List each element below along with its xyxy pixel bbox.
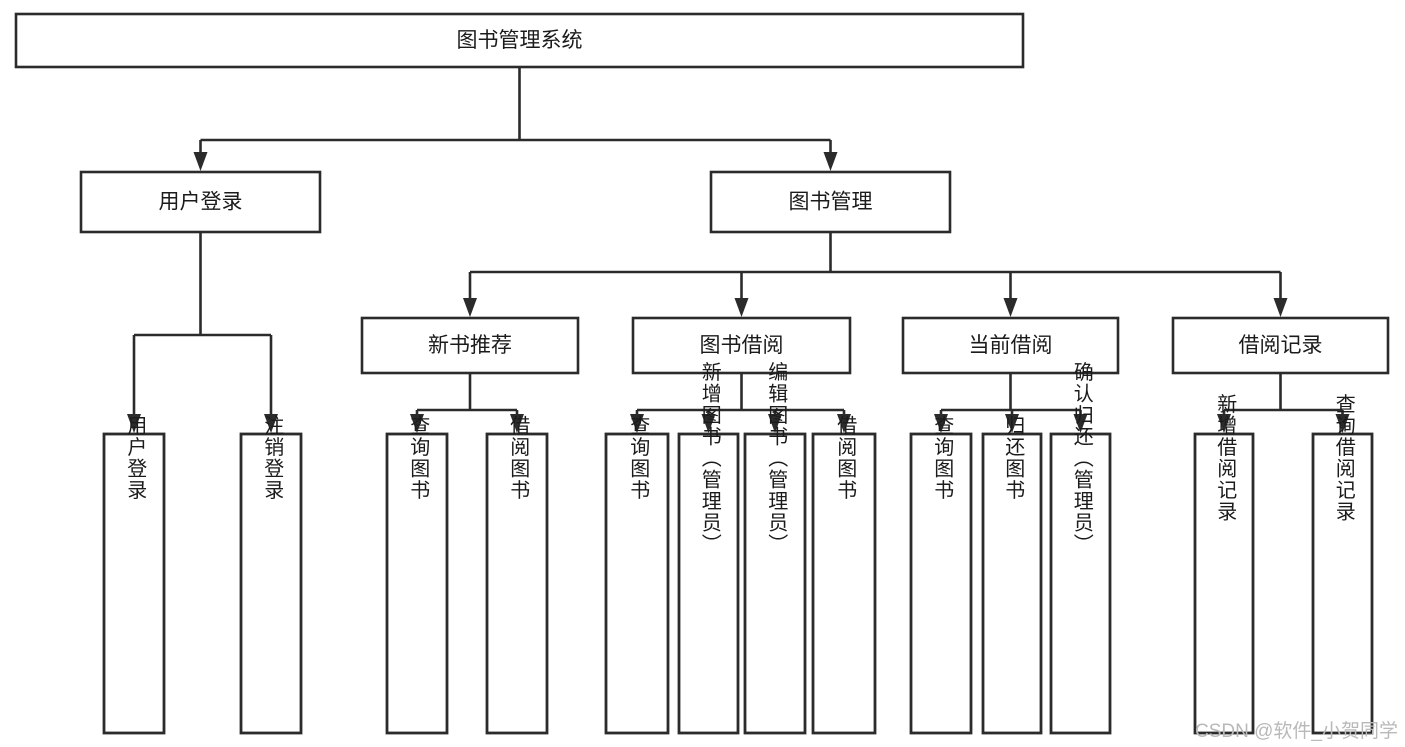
arrow-head-icon [837, 414, 851, 433]
node-leaf-5-新增图书管理员-label: 新增图书（管理员） [698, 361, 721, 555]
node-leaf-9-归还图书-label: 归还图书 [1002, 415, 1025, 501]
node-l3-新书推荐-label: 新书推荐 [428, 334, 512, 357]
node-l3-图书借阅-rect[interactable] [631, 316, 852, 375]
node-leaf-11-新增借阅记录-label: 新增借阅记录 [1214, 393, 1237, 522]
node-leaf-12-查询借阅记录[interactable]: 查询借阅记录 [1311, 393, 1374, 735]
arrow-head-icon [193, 152, 208, 171]
arrow-head-icon [510, 414, 524, 433]
node-leaf-8-查询图书-label: 查询图书 [931, 415, 954, 501]
node-l3-借阅记录[interactable]: 借阅记录 [1171, 316, 1390, 375]
node-l2-用户登录[interactable]: 用户登录 [79, 170, 322, 234]
node-leaf-1-注销登录-label: 注销登录 [261, 415, 284, 501]
node-leaf-11-新增借阅记录-rect[interactable] [1193, 432, 1255, 735]
node-leaf-10-确认归还管理员[interactable]: 确认归还（管理员） [1049, 361, 1112, 735]
node-l3-当前借阅[interactable]: 当前借阅 [901, 316, 1120, 375]
node-root-图书管理系统[interactable]: 图书管理系统 [14, 12, 1025, 69]
node-leaf-2-查询图书-rect[interactable] [385, 432, 449, 735]
node-leaf-0-用户登录-rect[interactable] [102, 432, 166, 735]
node-l2-图书管理-rect[interactable] [709, 170, 952, 234]
node-l2-用户登录-rect[interactable] [79, 170, 322, 234]
node-root-图书管理系统-label: 图书管理系统 [457, 29, 583, 52]
node-leaf-11-新增借阅记录[interactable]: 新增借阅记录 [1193, 393, 1255, 735]
arrow-head-icon [1273, 298, 1288, 317]
node-leaf-9-归还图书[interactable]: 归还图书 [981, 415, 1043, 735]
node-l3-借阅记录-label: 借阅记录 [1239, 334, 1323, 357]
node-leaf-1-注销登录[interactable]: 注销登录 [239, 415, 303, 735]
node-leaf-4-查询图书-rect[interactable] [604, 432, 670, 735]
arrow-head-icon [410, 414, 424, 433]
node-leaf-5-新增图书管理员-rect[interactable] [677, 432, 740, 735]
arrow-head-icon [1005, 414, 1019, 433]
node-leaf-1-注销登录-rect[interactable] [239, 432, 303, 735]
node-leaf-6-编辑图书管理员-label: 编辑图书（管理员） [765, 361, 788, 555]
arrow-head-icon [1335, 414, 1350, 433]
node-l2-图书管理[interactable]: 图书管理 [709, 170, 952, 234]
node-leaf-7-借阅图书[interactable]: 借阅图书 [811, 415, 877, 735]
arrow-head-icon [1217, 414, 1231, 433]
node-leaf-9-归还图书-rect[interactable] [981, 432, 1043, 735]
node-leaf-12-查询借阅记录-label: 查询借阅记录 [1332, 393, 1355, 522]
node-l3-图书借阅-label: 图书借阅 [700, 334, 784, 357]
node-leaf-3-借阅图书-rect[interactable] [485, 432, 549, 735]
node-leaf-6-编辑图书管理员-rect[interactable] [743, 432, 807, 735]
connector-layer [127, 67, 1350, 433]
node-leaf-4-查询图书-label: 查询图书 [627, 415, 650, 501]
arrow-head-icon [1073, 414, 1088, 433]
node-layer: 图书管理系统用户登录图书管理新书推荐图书借阅当前借阅借阅记录用户登录注销登录查询… [14, 12, 1390, 735]
node-leaf-7-借阅图书-label: 借阅图书 [834, 415, 857, 501]
node-l3-当前借阅-label: 当前借阅 [969, 334, 1053, 357]
arrow-head-icon [264, 414, 278, 433]
node-l3-图书借阅[interactable]: 图书借阅 [631, 316, 852, 375]
node-l2-图书管理-label: 图书管理 [789, 191, 873, 214]
node-leaf-3-借阅图书-label: 借阅图书 [507, 415, 530, 501]
node-leaf-3-借阅图书[interactable]: 借阅图书 [485, 415, 549, 735]
node-leaf-4-查询图书[interactable]: 查询图书 [604, 415, 670, 735]
arrow-head-icon [934, 414, 948, 433]
arrow-head-icon [127, 414, 141, 433]
arrow-head-icon [701, 414, 716, 433]
arrow-head-icon [463, 298, 477, 317]
node-l3-当前借阅-rect[interactable] [901, 316, 1120, 375]
arrow-head-icon [734, 298, 749, 317]
node-leaf-6-编辑图书管理员[interactable]: 编辑图书（管理员） [743, 361, 807, 735]
node-l3-新书推荐-rect[interactable] [360, 316, 580, 375]
arrow-head-icon [768, 414, 782, 433]
node-leaf-0-用户登录[interactable]: 用户登录 [102, 415, 166, 735]
node-leaf-8-查询图书-rect[interactable] [909, 432, 973, 735]
node-leaf-5-新增图书管理员[interactable]: 新增图书（管理员） [677, 361, 740, 735]
node-leaf-10-确认归还管理员-label: 确认归还（管理员） [1070, 361, 1093, 555]
node-l3-新书推荐[interactable]: 新书推荐 [360, 316, 580, 375]
node-leaf-7-借阅图书-rect[interactable] [811, 432, 877, 735]
arrow-head-icon [1003, 298, 1018, 317]
arrow-head-icon [630, 414, 644, 433]
node-leaf-8-查询图书[interactable]: 查询图书 [909, 415, 973, 735]
node-root-图书管理系统-rect[interactable] [14, 12, 1025, 69]
node-leaf-0-用户登录-label: 用户登录 [124, 415, 147, 501]
node-leaf-2-查询图书-label: 查询图书 [407, 415, 430, 501]
node-leaf-12-查询借阅记录-rect[interactable] [1311, 432, 1374, 735]
node-l2-用户登录-label: 用户登录 [159, 191, 243, 214]
arrow-head-icon [823, 152, 838, 171]
node-leaf-10-确认归还管理员-rect[interactable] [1049, 432, 1112, 735]
node-leaf-2-查询图书[interactable]: 查询图书 [385, 415, 449, 735]
csdn-watermark: CSDN @软件_小贺同学 [1195, 720, 1398, 742]
node-l3-借阅记录-rect[interactable] [1171, 316, 1390, 375]
